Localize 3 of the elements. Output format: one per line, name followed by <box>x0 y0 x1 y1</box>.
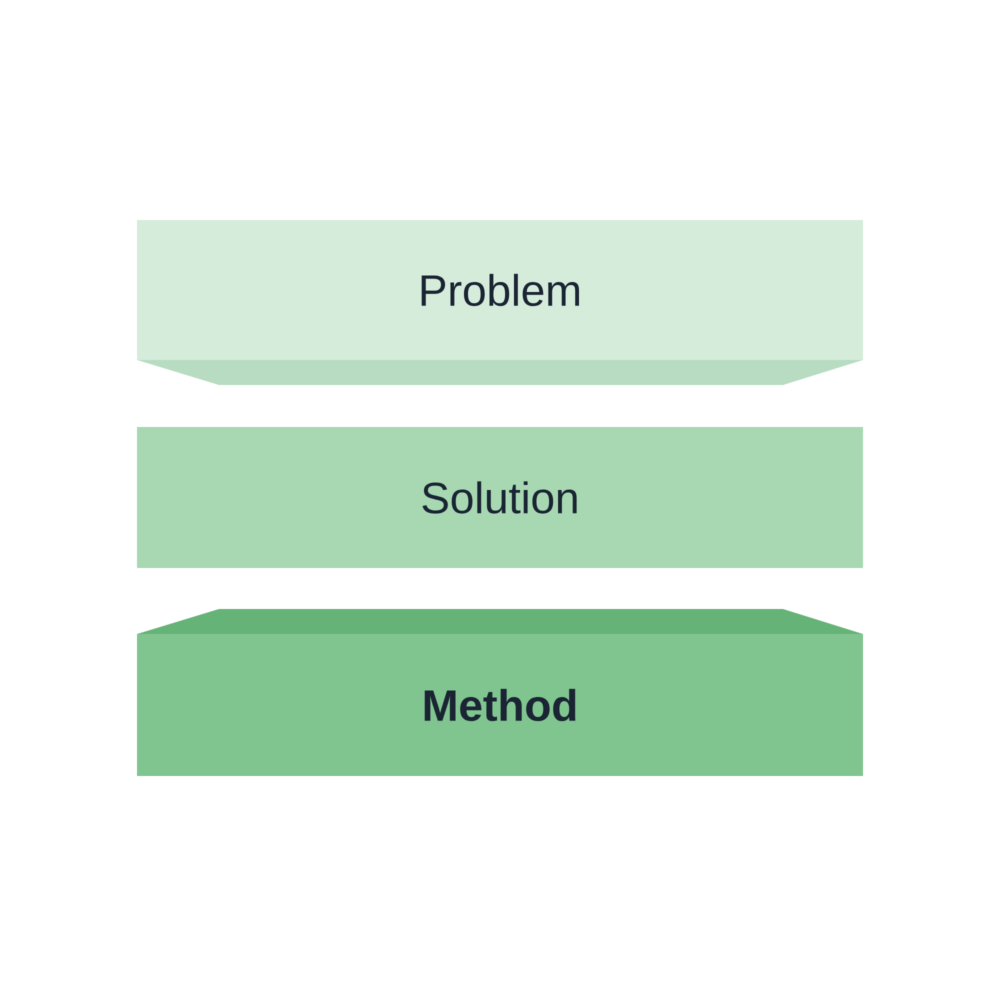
layer-slab: Problem <box>137 220 863 385</box>
layer-slab: Method <box>137 609 863 776</box>
layer-slab: Solution <box>137 427 863 568</box>
